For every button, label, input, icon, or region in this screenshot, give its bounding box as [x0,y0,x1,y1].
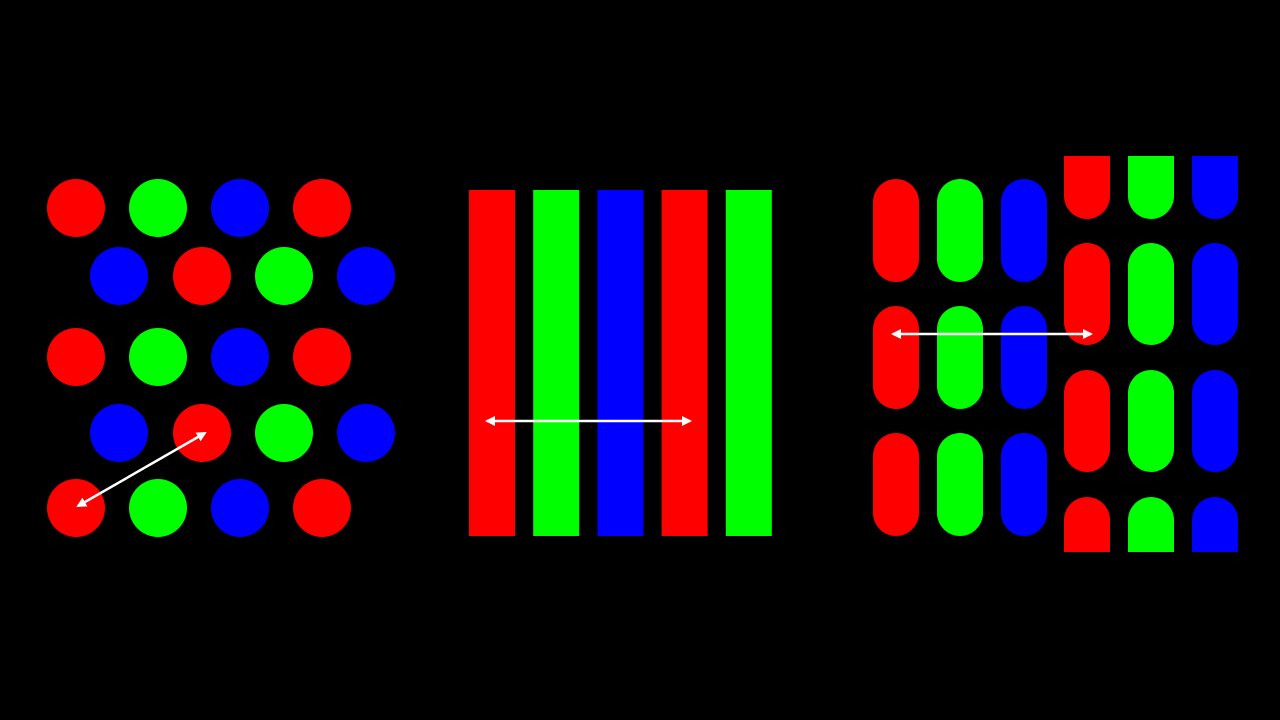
phosphor-slot-partial-red [1064,156,1110,219]
phosphor-slot-green [937,179,983,282]
phosphor-stripe-red [469,190,515,536]
phosphor-dot-green [255,247,313,305]
phosphor-dot-blue [90,404,148,462]
phosphor-slot-blue [1001,179,1047,282]
phosphor-slot-red [1064,243,1110,345]
phosphor-dot-red [47,179,105,237]
phosphor-dot-red [47,328,105,386]
phosphor-slot-green [1128,370,1174,472]
panel-slot-mask [873,156,1238,552]
phosphor-slot-red [873,433,919,536]
phosphor-slot-green [1128,243,1174,345]
phosphor-slot-green [937,306,983,409]
phosphor-slot-blue [1001,433,1047,536]
phosphor-dot-green [129,179,187,237]
pitch-arrow-diagonal [76,431,207,508]
phosphor-slot-red [873,306,919,409]
phosphor-slot-partial-green [1128,497,1174,552]
phosphor-stripe-red [661,190,708,536]
phosphor-slot-partial-blue [1192,497,1238,552]
phosphor-slot-green [937,433,983,536]
phosphor-slot-blue [1001,306,1047,409]
phosphor-slot-blue [1192,370,1238,472]
phosphor-stripe-green [533,190,580,536]
phosphor-slot-partial-green [1128,156,1174,219]
phosphor-dot-blue [211,479,269,537]
phosphor-stripe-blue [597,190,644,536]
phosphor-dot-green [129,328,187,386]
phosphor-dot-red [293,328,351,386]
phosphor-dot-blue [211,179,269,237]
phosphor-dot-red [173,247,231,305]
phosphor-stripe-green [725,190,772,536]
phosphor-slot-red [873,179,919,282]
panel-aperture-stripes [469,190,772,536]
phosphor-dot-blue [337,247,395,305]
phosphor-dot-red [293,179,351,237]
phosphor-slot-blue [1192,243,1238,345]
phosphor-dot-blue [90,247,148,305]
phosphor-dot-green [129,479,187,537]
phosphor-dot-red [47,479,105,537]
phosphor-dot-blue [211,328,269,386]
panel-delta-circles [47,179,395,537]
phosphor-dot-green [255,404,313,462]
phosphor-dot-red [293,479,351,537]
phosphor-slot-partial-red [1064,497,1110,552]
pitch-arrows [76,329,1093,508]
phosphor-slot-red [1064,370,1110,472]
phosphor-dot-red [173,404,231,462]
phosphor-dot-blue [337,404,395,462]
phosphor-slot-partial-blue [1192,156,1238,219]
